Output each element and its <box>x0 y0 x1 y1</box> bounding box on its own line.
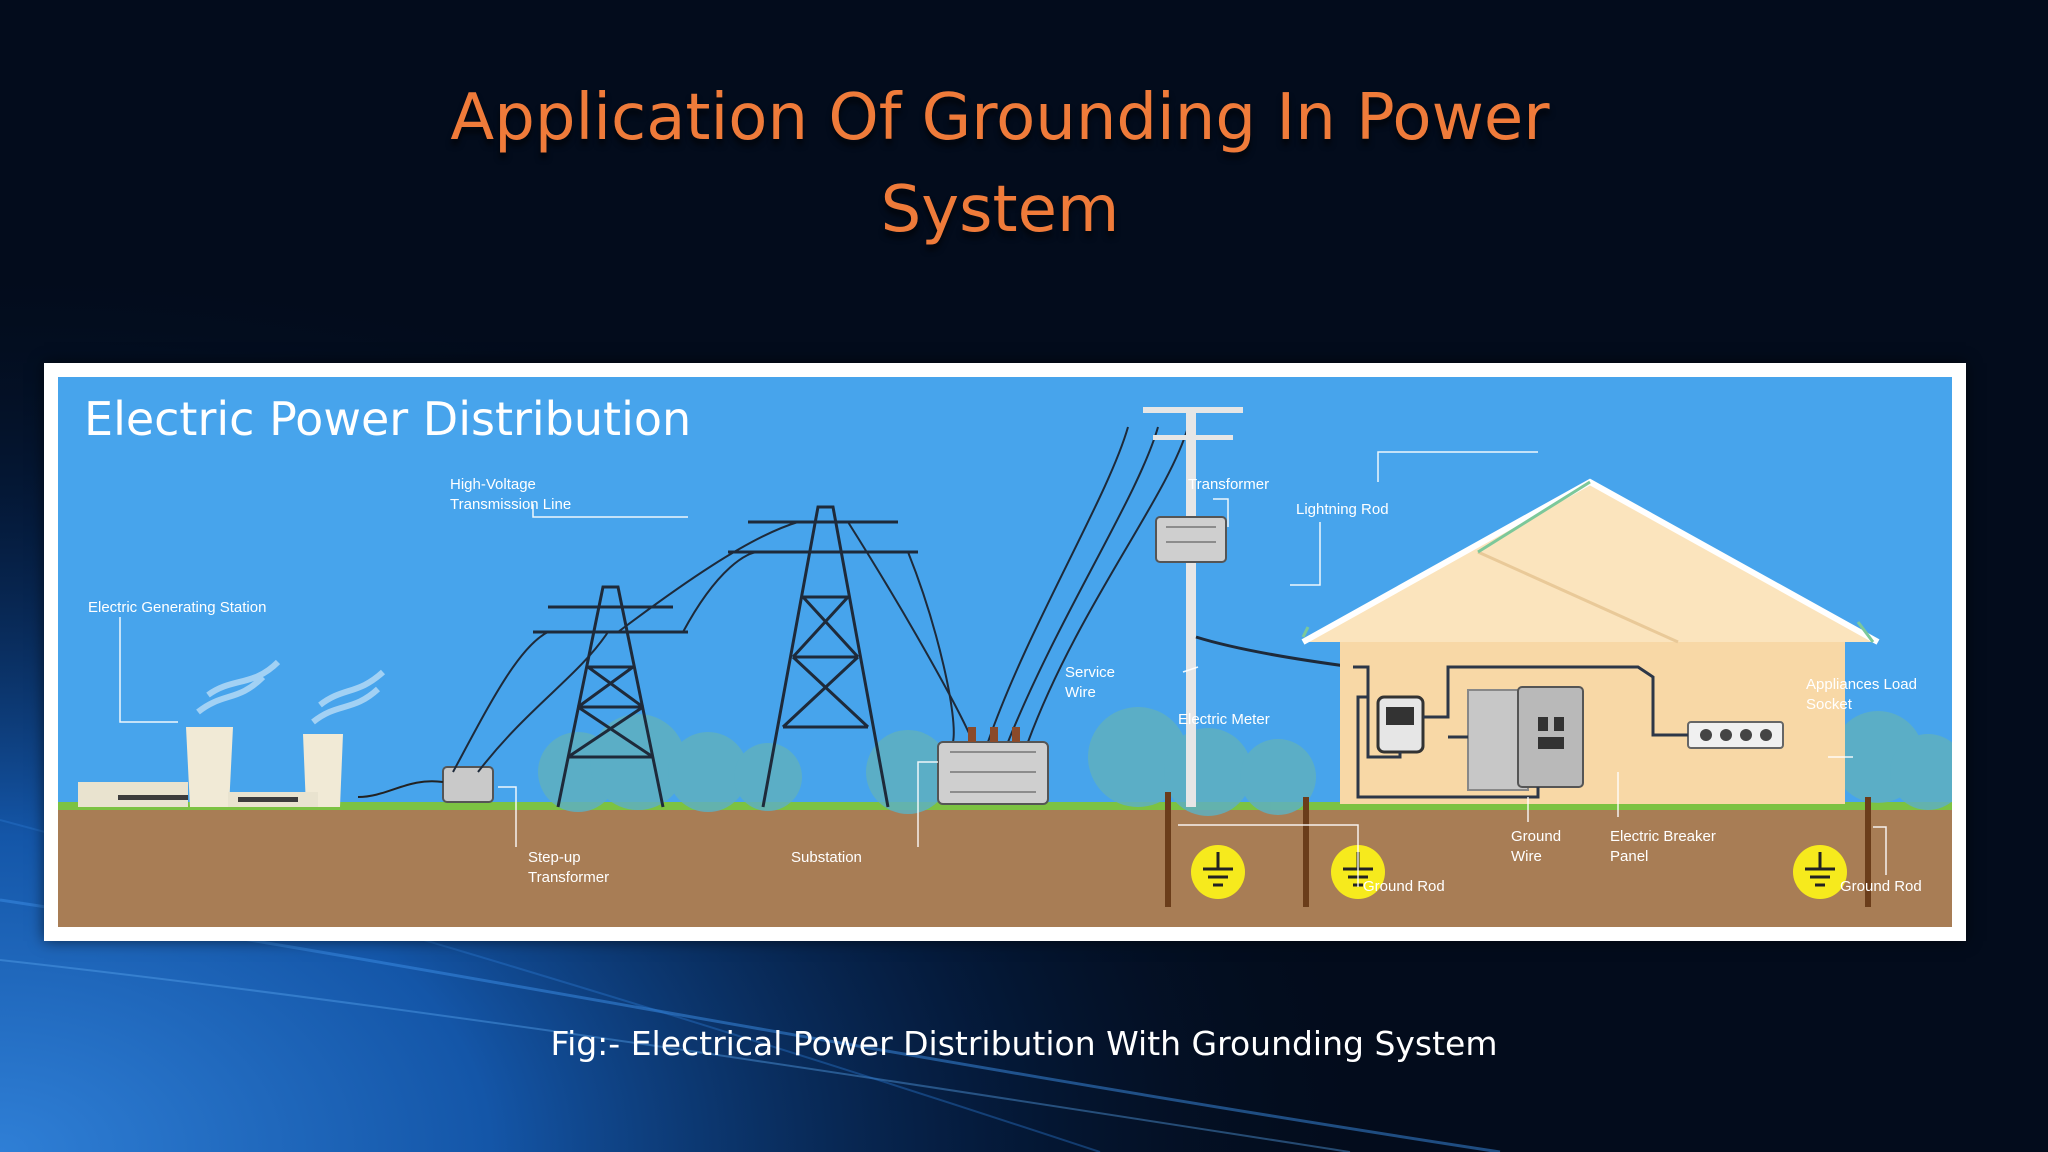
label-breaker-2: Panel <box>1610 848 1648 865</box>
label-meter: Electric Meter <box>1178 711 1270 728</box>
label-stepup-2: Transformer <box>528 869 609 886</box>
label-ground-rod-2: Ground Rod <box>1840 878 1922 895</box>
ground-symbol-1 <box>1191 845 1245 899</box>
house-wiring <box>1353 665 1688 799</box>
label-ground-wire-1: Ground <box>1511 828 1561 845</box>
figure-caption: Fig:- Electrical Power Distribution With… <box>550 1024 1498 1063</box>
generating-station <box>78 659 386 807</box>
grass-strip <box>58 802 1952 810</box>
ground <box>58 807 1952 927</box>
label-lightning-rod: Lightning Rod <box>1296 501 1389 518</box>
transmission-tower-1 <box>533 585 688 808</box>
label-service-1: Service <box>1065 664 1115 681</box>
label-transformer: Transformer <box>1188 476 1269 493</box>
distribution-figure: Electric Power Distribution <box>44 363 1966 941</box>
house-roof <box>1303 482 1878 642</box>
label-stepup-1: Step-up <box>528 849 581 866</box>
transmission-tower-2 <box>728 505 918 808</box>
diagram-heading: Electric Power Distribution <box>84 392 691 446</box>
substation <box>937 727 1049 805</box>
label-breaker-1: Electric Breaker <box>1610 828 1716 845</box>
slide-title: Application Of Grounding In Power System <box>0 72 2000 256</box>
label-ground-rod-1: Ground Rod <box>1363 878 1445 895</box>
service-wire <box>1195 635 1354 669</box>
label-hv-line-1: High-Voltage <box>450 476 536 493</box>
label-appliances-2: Socket <box>1806 696 1853 713</box>
label-appliances-1: Appliances Load <box>1806 676 1917 693</box>
breaker-panel-device <box>1467 686 1584 791</box>
ground-rods <box>1165 792 1871 907</box>
label-generating-station: Electric Generating Station <box>88 599 266 616</box>
distribution-diagram: Electric Power Distribution <box>58 377 1952 927</box>
utility-pole <box>1143 407 1243 807</box>
label-hv-line-2: Transmission Line <box>450 496 571 513</box>
stepup-transformer <box>357 766 494 803</box>
title-line-2: System <box>880 173 1120 247</box>
leader-lines <box>119 451 1887 887</box>
label-ground-wire-2: Wire <box>1511 848 1542 865</box>
electric-meter-device <box>1376 695 1425 754</box>
label-service-2: Wire <box>1065 684 1096 701</box>
ground-symbol-3 <box>1793 845 1847 899</box>
label-substation: Substation <box>791 849 862 866</box>
transmission-lines <box>452 426 1189 773</box>
title-line-1: Application Of Grounding In Power <box>450 81 1550 155</box>
appliance-socket-device <box>1687 721 1784 749</box>
